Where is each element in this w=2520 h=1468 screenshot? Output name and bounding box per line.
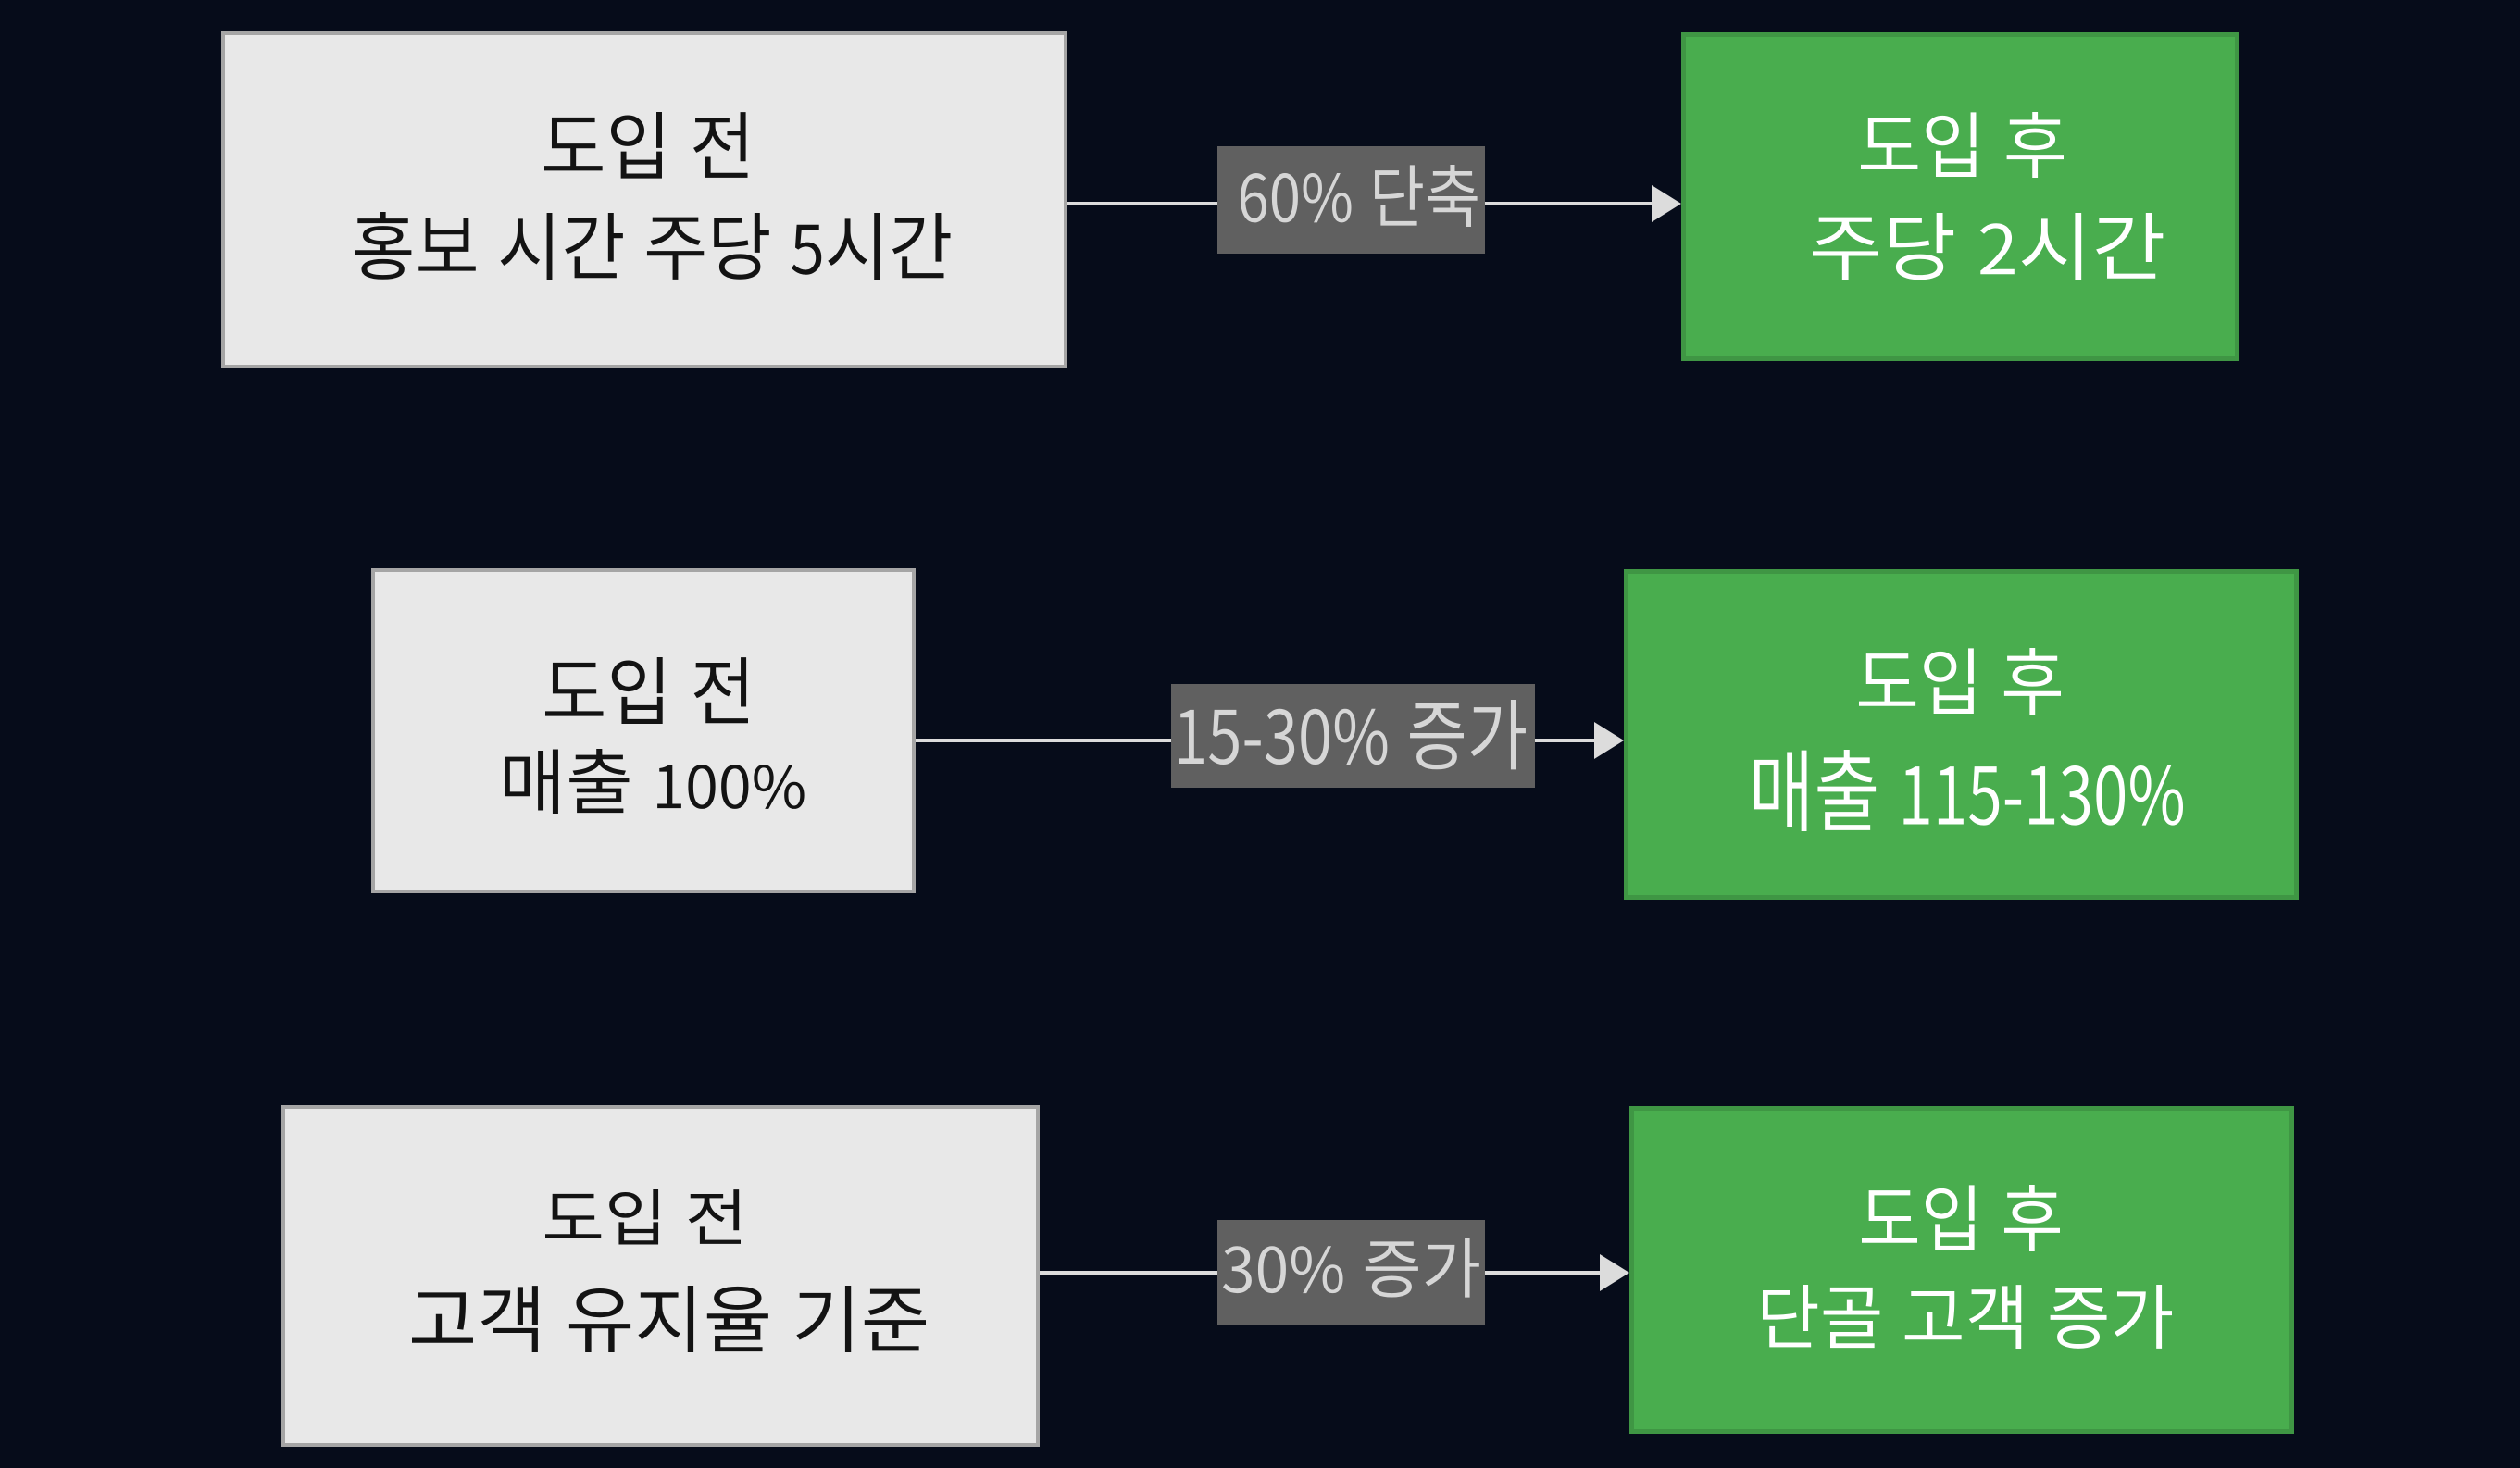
arrowhead-icon-row2: [1594, 722, 1624, 759]
before-box-row2-line2-glyphs: [505, 749, 805, 814]
change-label-row1-glyphs: [1241, 165, 1478, 227]
before-box-row2: 도입 전 매출 100%: [371, 568, 916, 893]
before-box-row1-line2-glyphs: [355, 212, 951, 280]
after-box-row2-line1-glyphs: [1859, 648, 2061, 715]
before-box-row3-line1-glyphs: [544, 1189, 741, 1245]
after-box-row2-line2-glyphs: [1754, 750, 2183, 831]
after-box-row1: 도입 후 주당 2시간: [1681, 32, 2239, 361]
arrowhead-icon-row1: [1652, 185, 1681, 222]
change-label-row2-glyphs: [1179, 700, 1526, 770]
arrowhead-icon-row3: [1600, 1254, 1629, 1291]
before-box-row1: 도입 전 홍보 시간 주당 5시간: [221, 31, 1067, 368]
after-box-row1-line2-glyphs: [1812, 213, 2163, 280]
after-box-row3-line2-glyphs: [1763, 1285, 2172, 1349]
after-box-row1-line1-glyphs: [1861, 112, 2064, 178]
after-box-row2: 도입 후 매출 115-130%: [1624, 569, 2299, 900]
after-box-row3: 도입 후 단골 고객 증가: [1629, 1106, 2294, 1434]
before-box-row3-line2-glyphs: [411, 1286, 926, 1352]
before-box-row1-line1-glyphs: [544, 112, 748, 179]
change-label-row3-glyphs: [1223, 1238, 1479, 1298]
before-box-row3: 도입 전 고객 유지율 기준: [281, 1105, 1040, 1447]
before-box-row2-line1-glyphs: [544, 657, 748, 724]
after-box-row3-line1-glyphs: [1862, 1185, 2060, 1251]
